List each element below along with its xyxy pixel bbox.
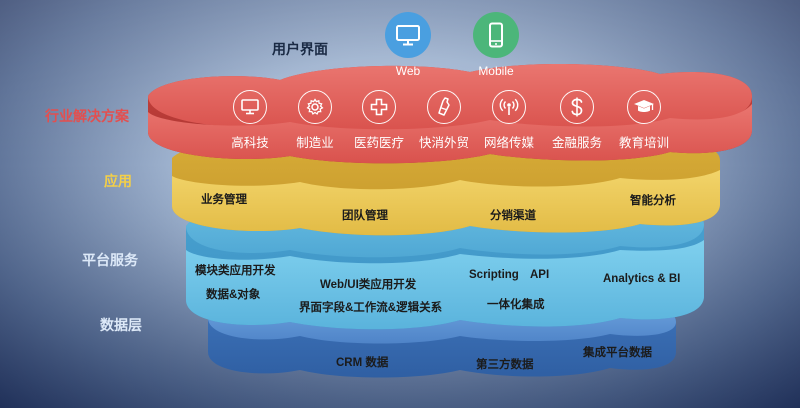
smartphone-icon [489,22,503,48]
industry-label: 金融服务 [551,136,602,150]
industry-label: 快消外贸 [418,136,469,150]
monitor-icon [241,99,259,115]
industry-label: 高科技 [231,136,269,150]
industry-label: 网络传媒 [483,136,534,150]
mobile-channel-icon[interactable] [473,12,519,58]
graduation-cap-icon [634,100,654,112]
medical-cross-icon [370,98,388,116]
platform-layer-label: 平台服务 [82,252,138,268]
application-layer-label: 应用 [104,173,132,189]
user-interface-title: 用户界面 [272,41,328,57]
industry-label: 医药医疗 [353,136,404,150]
industry-label: 教育培训 [618,136,669,150]
platform-module-dev[interactable]: 模块类应用开发 [195,265,276,277]
platform-web-ui-dev[interactable]: Web/UI类应用开发 [320,279,417,291]
industry-item-fmcg[interactable] [427,90,461,124]
app-item-business-management[interactable]: 业务管理 [201,194,247,206]
bottle-icon [438,97,450,116]
data-layer-label: 数据层 [100,317,142,333]
data-item-crm[interactable]: CRM 数据 [336,357,389,369]
app-item-distribution-channel[interactable]: 分销渠道 [490,210,536,222]
platform-api[interactable]: API [530,269,550,281]
industry-label: 制造业 [296,136,334,150]
data-item-integration-platform[interactable]: 集成平台数据 [583,347,652,359]
industry-item-education[interactable] [627,90,661,124]
data-item-third-party[interactable]: 第三方数据 [476,359,534,371]
platform-scripting[interactable]: Scripting [469,269,519,281]
dollar-icon [571,97,583,117]
industry-item-media[interactable] [492,90,526,124]
platform-ui-fields-workflow[interactable]: 界面字段&工作流&逻辑关系 [299,302,443,314]
application-layer-shape [172,136,720,236]
industry-item-high-tech[interactable] [233,90,267,124]
industry-item-medical[interactable] [362,90,396,124]
industry-item-manufacturing[interactable] [298,90,332,124]
platform-data-objects[interactable]: 数据&对象 [206,289,261,301]
platform-integration[interactable]: 一体化集成 [487,299,545,311]
monitor-icon [396,25,420,46]
web-channel-icon[interactable] [385,12,431,58]
platform-analytics-bi[interactable]: Analytics & BI [603,273,681,285]
industry-layer-label: 行业解决方案 [45,108,129,124]
mobile-channel-label: Mobile [478,64,514,78]
app-item-team-management[interactable]: 团队管理 [342,210,388,222]
web-channel-label: Web [395,64,421,78]
app-item-intelligent-analysis[interactable]: 智能分析 [630,195,676,207]
gear-icon [306,98,324,115]
broadcast-icon [499,98,519,115]
industry-item-finance[interactable] [560,90,594,124]
